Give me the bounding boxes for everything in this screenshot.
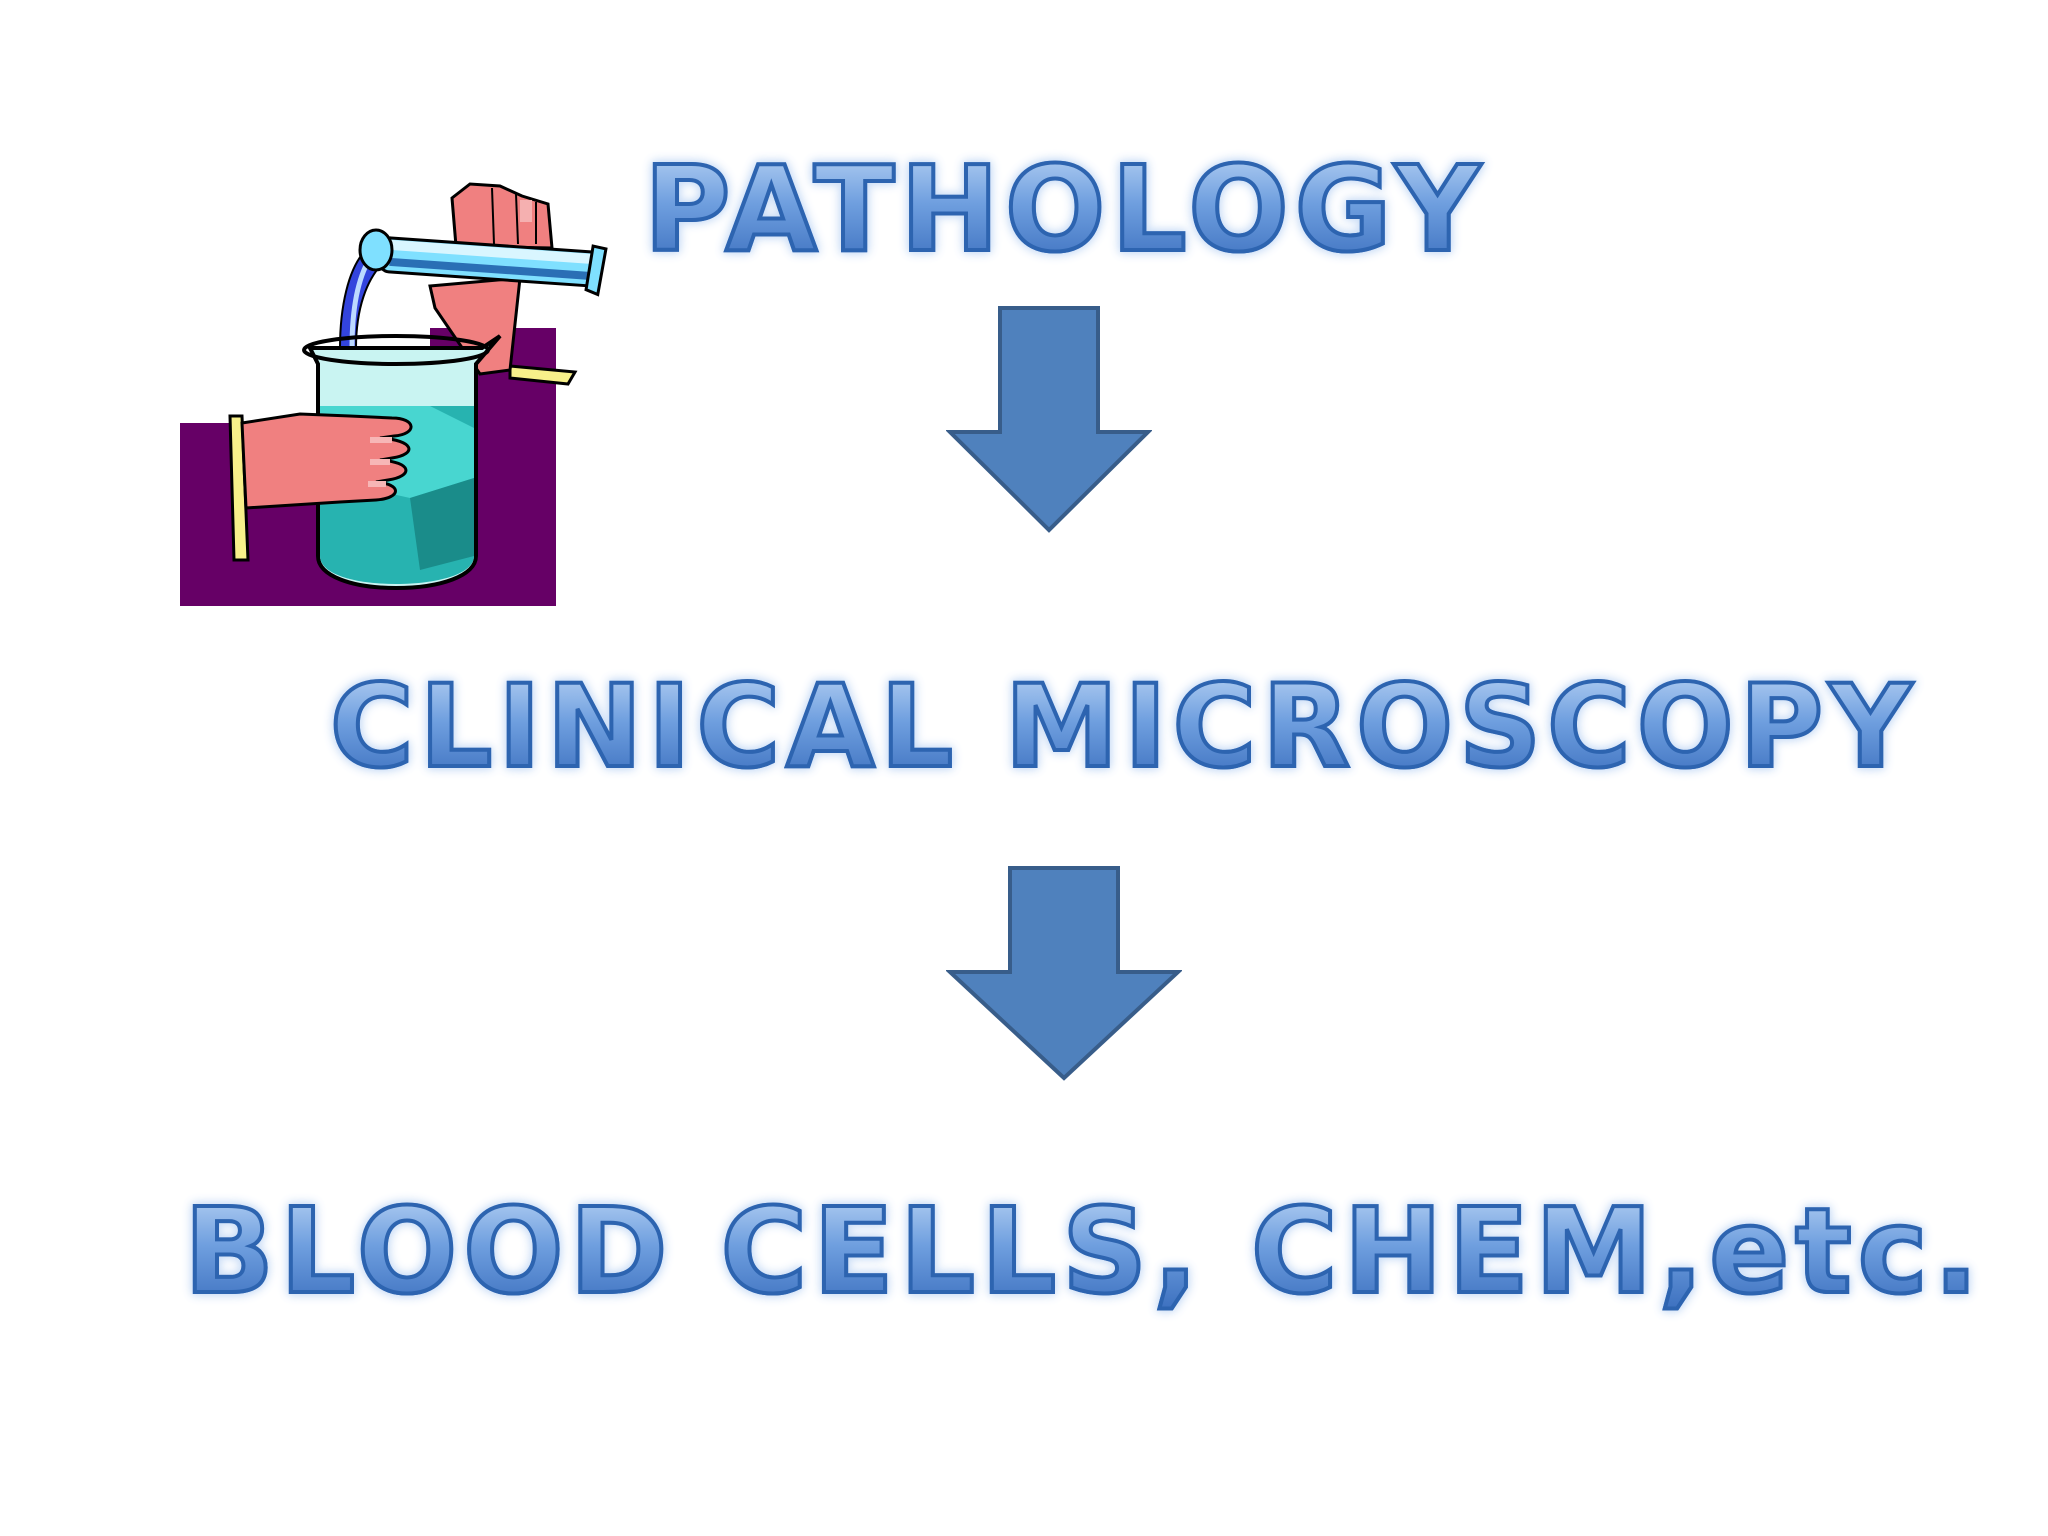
down-arrow-icon bbox=[946, 306, 1152, 533]
title-blood-cells-chem: BLOOD CELLS, CHEM,etc. bbox=[182, 1182, 1985, 1320]
title-clinical-microscopy: CLINICAL MICROSCOPY bbox=[328, 660, 1918, 793]
title-pathology: PATHOLOGY bbox=[642, 140, 1487, 278]
down-arrow-icon bbox=[946, 866, 1182, 1081]
lab-beaker-test-tube-icon bbox=[180, 182, 608, 606]
